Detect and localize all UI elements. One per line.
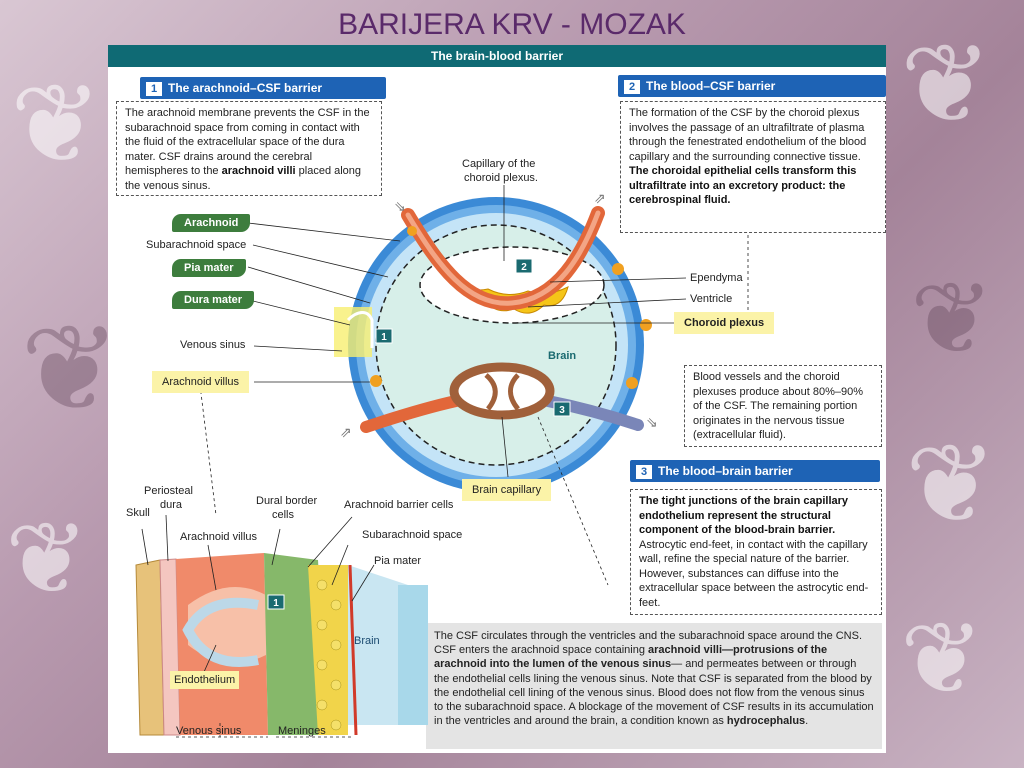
section-3-text-a: The tight junctions of the brain capilla… xyxy=(639,495,849,536)
bottom-note-b: arachnoid villi—protrusions of the arach… xyxy=(434,644,828,671)
detail-badge-1-box xyxy=(267,594,285,610)
section-2-text-b: The choroidal epithelial cells transform… xyxy=(629,165,857,206)
label-arachnoid: Arachnoid xyxy=(172,214,251,232)
meninges-detail-diagram: 1 xyxy=(135,514,428,738)
bottom-note: The CSF circulates through the ventricle… xyxy=(426,623,882,749)
flow-arrow-icon: ⇗ xyxy=(340,424,352,440)
badge-1-box xyxy=(375,328,393,344)
label-arachnoid-villus: Arachnoid villus xyxy=(152,371,250,393)
badge-3-box xyxy=(553,401,571,417)
label-periosteal-dura-2: dura xyxy=(160,499,183,511)
brain-label: Brain xyxy=(548,350,576,362)
detail-leader-lines xyxy=(141,514,375,738)
label-skull: Skull xyxy=(126,507,150,519)
label-arachnoid-barrier-cells: Arachnoid barrier cells xyxy=(344,499,454,511)
section-3-header: 3 The blood–brain barrier xyxy=(630,460,880,482)
leader-lines xyxy=(199,185,749,586)
villus-dot xyxy=(640,319,652,331)
label-periosteal-dura-1: Periosteal xyxy=(144,485,193,497)
label-subarachnoid-space: Subarachnoid space xyxy=(146,239,247,251)
label-detail-arachnoid-villus: Arachnoid villus xyxy=(180,531,258,543)
label-ventricle: Ventricle xyxy=(690,293,733,305)
section-2-text-a: The formation of the CSF by the choroid … xyxy=(629,107,867,163)
detail-brain-area xyxy=(398,585,428,725)
section-2-title: The blood–CSF barrier xyxy=(646,79,776,93)
bottom-note-e: . xyxy=(805,715,809,728)
label-ependyma: Ependyma xyxy=(690,272,743,284)
villus-dot xyxy=(370,375,382,387)
label-capillary-choroid-2: choroid plexus. xyxy=(464,172,538,184)
label-choroid-plexus: Choroid plexus xyxy=(674,312,775,334)
section-1-text-a: The arachnoid membrane prevents the CSF … xyxy=(125,107,370,177)
butterfly-decoration-icon: ❦ xyxy=(10,60,103,188)
ventricle-area xyxy=(419,246,605,324)
label-detail-venous-sinus: Venous sinus xyxy=(176,725,242,737)
detail-skull xyxy=(135,559,165,736)
flow-arrow-icon: ⇘ xyxy=(646,414,658,430)
brain-capillary-loop xyxy=(449,362,555,420)
section-3-number: 3 xyxy=(636,464,652,479)
villus-detail-shape xyxy=(346,311,374,348)
label-pia-mater: Pia mater xyxy=(172,259,246,277)
villus-dot xyxy=(626,377,638,389)
villus-dot xyxy=(407,226,417,236)
badge-3: 3 xyxy=(559,405,565,416)
section-3-title: The blood–brain barrier xyxy=(658,464,793,478)
brain-capillary-inner xyxy=(484,373,520,411)
butterfly-decoration-icon: ❦ xyxy=(900,20,993,148)
section-3-text-b: Astrocytic end-feet, in contact with the… xyxy=(639,538,869,609)
badge-2: 2 xyxy=(521,262,527,273)
butterfly-decoration-icon: ❦ xyxy=(5,500,89,617)
butterfly-decoration-icon: ❦ xyxy=(905,420,998,548)
bottom-note-c: — and permeates between or through the e… xyxy=(434,658,874,728)
label-brain-capillary: Brain capillary xyxy=(462,479,552,501)
slide-title: BARIJERA KRV - MOZAK xyxy=(338,8,686,41)
section-1-text-c: placed along the venous sinus. xyxy=(125,165,362,192)
diagram-panel: The brain-blood barrier 1 The arachnoid–C… xyxy=(108,45,886,753)
label-detail-pia-mater: Pia mater xyxy=(374,555,422,567)
detail-cell-dots xyxy=(316,579,342,731)
section-2-text: The formation of the CSF by the choroid … xyxy=(620,101,886,233)
section-1-header: 1 The arachnoid–CSF barrier xyxy=(140,77,386,99)
flow-arrow-icon: ⇗ xyxy=(594,190,606,206)
label-detail-brain: Brain xyxy=(354,635,380,647)
villus-dot xyxy=(612,263,624,275)
bottom-note-d: hydrocephalus xyxy=(726,715,806,728)
label-capillary-choroid-1: Capillary of the xyxy=(462,158,536,170)
panel-title: The brain-blood barrier xyxy=(108,45,886,67)
section-2-header: 2 The blood–CSF barrier xyxy=(618,75,886,97)
badge-1: 1 xyxy=(381,332,387,343)
detail-arachnoid-villus xyxy=(182,597,259,667)
section-1-text-b: arachnoid villi xyxy=(221,165,296,177)
badge-2-box xyxy=(515,258,533,274)
bottom-note-a: The CSF circulates through the ventricle… xyxy=(434,630,863,657)
brain-cross-section-diagram: 1 2 3 ⇘ ⇗ ⇗ ⇘ Brain xyxy=(199,185,749,586)
label-venous-sinus: Venous sinus xyxy=(180,339,246,351)
blood-vessels-note: Blood vessels and the choroid plexuses p… xyxy=(684,365,882,447)
butterfly-decoration-icon: ❦ xyxy=(20,300,121,439)
section-3-text: The tight junctions of the brain capilla… xyxy=(630,489,882,615)
flow-arrow-icon: ⇘ xyxy=(394,198,406,214)
label-dural-border-cells-1: Dural border xyxy=(256,495,318,507)
butterfly-decoration-icon: ❦ xyxy=(910,260,994,377)
brain-capillary-artery xyxy=(360,395,462,433)
section-1-title: The arachnoid–CSF barrier xyxy=(168,81,323,95)
detail-pia-mater xyxy=(348,564,358,736)
section-1-number: 1 xyxy=(146,81,162,96)
label-dural-border-cells-2: cells xyxy=(272,509,295,521)
section-2-number: 2 xyxy=(624,79,640,94)
section-1-text: The arachnoid membrane prevents the CSF … xyxy=(116,101,382,196)
butterfly-decoration-icon: ❦ xyxy=(900,600,984,717)
label-endothelium: Endothelium xyxy=(170,671,240,689)
label-dura-mater: Dura mater xyxy=(172,291,255,309)
label-meninges: Meninges xyxy=(278,725,326,737)
label-detail-subarachnoid-space: Subarachnoid space xyxy=(362,529,463,541)
choroid-capillary-highlight xyxy=(405,210,601,306)
detail-badge-1: 1 xyxy=(273,598,279,609)
